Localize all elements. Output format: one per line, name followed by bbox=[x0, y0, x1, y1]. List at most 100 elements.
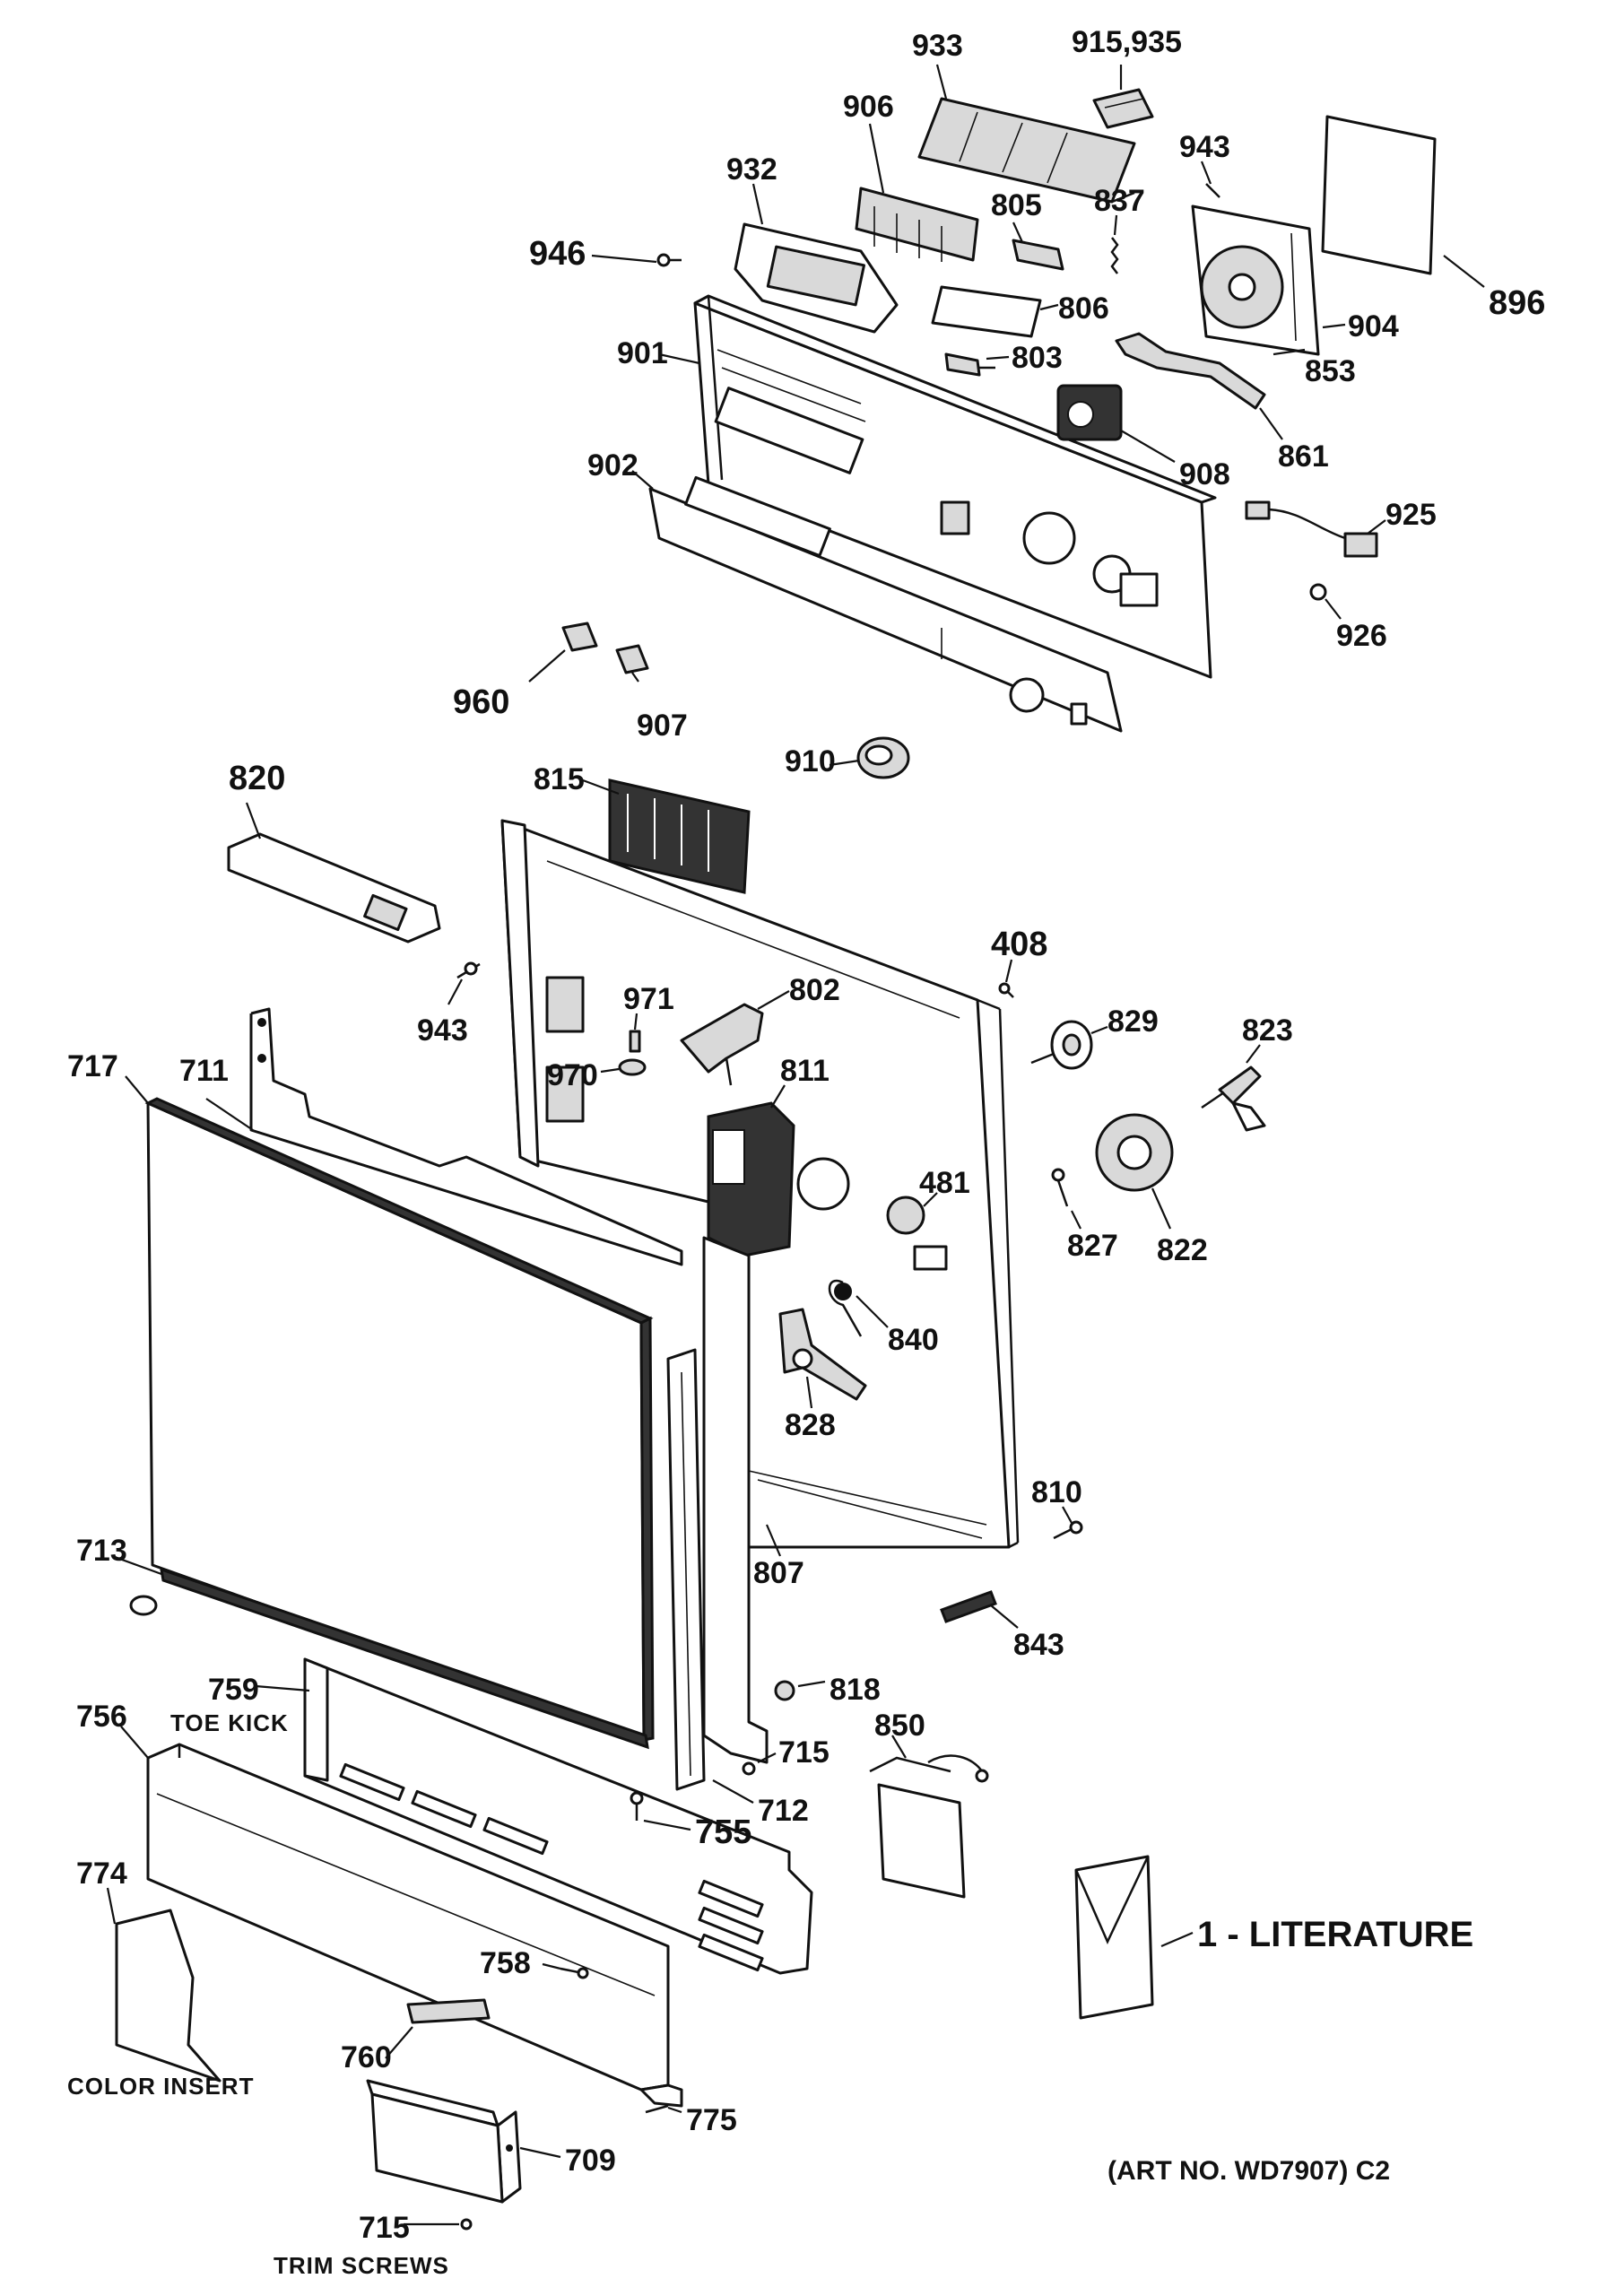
part-759-toe-kick bbox=[303, 1657, 813, 1975]
part-943-screw-mid bbox=[456, 961, 481, 979]
label-807: 807 bbox=[753, 1556, 804, 1590]
label-853: 853 bbox=[1305, 354, 1356, 388]
label-760: 760 bbox=[341, 2040, 392, 2074]
label-756: 756 bbox=[76, 1700, 127, 1734]
label-481: 481 bbox=[919, 1166, 970, 1200]
part-758-screw bbox=[560, 1967, 589, 1979]
label-970: 970 bbox=[547, 1058, 598, 1092]
label-925: 925 bbox=[1385, 498, 1437, 532]
part-837-spring bbox=[1110, 237, 1119, 274]
part-755-screw bbox=[630, 1791, 644, 1821]
label-908: 908 bbox=[1179, 457, 1230, 491]
part-946-screw bbox=[656, 253, 682, 267]
part-907-button bbox=[615, 644, 649, 674]
label-810: 810 bbox=[1031, 1475, 1082, 1509]
part-943-screw-top bbox=[1205, 183, 1220, 198]
label-711: 711 bbox=[179, 1054, 229, 1088]
part-717-outer-panel bbox=[144, 1097, 655, 1742]
label-904: 904 bbox=[1348, 309, 1399, 344]
label-902: 902 bbox=[587, 448, 638, 483]
label-926: 926 bbox=[1336, 619, 1387, 653]
label-901: 901 bbox=[617, 336, 668, 370]
label-811: 811 bbox=[780, 1054, 830, 1088]
part-910-knob bbox=[856, 736, 910, 779]
part-827-screw bbox=[1051, 1168, 1069, 1207]
part-712-rail bbox=[666, 1348, 706, 1791]
part-926-clip bbox=[1309, 583, 1327, 601]
part-932-bracket bbox=[734, 222, 899, 334]
label-896: 896 bbox=[1489, 284, 1545, 322]
label-933: 933 bbox=[912, 29, 963, 63]
part-840-hook bbox=[828, 1279, 863, 1337]
part-760-filler bbox=[406, 1998, 491, 2024]
part-901-control-panel bbox=[693, 294, 1217, 679]
label-910: 910 bbox=[785, 744, 836, 778]
label-715-bot: 715 bbox=[359, 2211, 410, 2245]
part-711-bracket bbox=[249, 1007, 683, 1266]
part-843-strip bbox=[940, 1590, 997, 1623]
label-828: 828 bbox=[785, 1408, 836, 1442]
part-925-harness bbox=[1245, 500, 1378, 558]
label-759: 759 bbox=[208, 1673, 259, 1707]
label-971: 971 bbox=[623, 982, 674, 1016]
part-850-bracket bbox=[869, 1754, 989, 1899]
part-828-latch-arm bbox=[778, 1308, 867, 1401]
label-trim-screws: TRIM SCREWS bbox=[274, 2252, 449, 2279]
label-775: 775 bbox=[686, 2103, 737, 2137]
label-758: 758 bbox=[480, 1946, 531, 1980]
part-933-cover bbox=[917, 97, 1136, 204]
part-408-screw bbox=[998, 982, 1014, 998]
part-820-handle bbox=[227, 832, 441, 944]
label-827: 827 bbox=[1067, 1229, 1118, 1263]
label-literature: 1 - LITERATURE bbox=[1197, 1915, 1473, 1954]
part-853-861-lever bbox=[1115, 332, 1266, 410]
label-906: 906 bbox=[843, 90, 894, 124]
part-774-color-insert bbox=[115, 1909, 222, 2083]
label-946: 946 bbox=[529, 235, 586, 273]
part-823-arm bbox=[1201, 1065, 1266, 1132]
label-818: 818 bbox=[830, 1673, 881, 1707]
label-806: 806 bbox=[1058, 291, 1109, 326]
label-915-935: 915,935 bbox=[1072, 25, 1182, 59]
part-756-kick-panel bbox=[146, 1743, 683, 2108]
label-932: 932 bbox=[726, 152, 777, 187]
label-837: 837 bbox=[1094, 184, 1145, 218]
literature-envelope bbox=[1074, 1855, 1154, 2020]
label-943-top: 943 bbox=[1179, 130, 1230, 164]
part-805-clip bbox=[1012, 239, 1064, 271]
label-774: 774 bbox=[76, 1857, 127, 1891]
label-717: 717 bbox=[67, 1049, 118, 1083]
part-713-washer bbox=[129, 1595, 158, 1616]
label-755: 755 bbox=[695, 1813, 751, 1851]
part-715-trim-screw bbox=[460, 2218, 473, 2231]
part-810-screw bbox=[1053, 1520, 1083, 1540]
part-960-button bbox=[561, 622, 598, 652]
part-902-display-panel bbox=[648, 475, 1123, 733]
label-709: 709 bbox=[565, 2144, 616, 2178]
part-904-timer bbox=[1191, 204, 1320, 356]
label-843: 843 bbox=[1013, 1628, 1064, 1662]
part-709-bracket bbox=[366, 2079, 522, 2204]
label-toe-kick: TOE KICK bbox=[170, 1709, 289, 1736]
label-943-mid: 943 bbox=[417, 1013, 468, 1048]
part-915-935-block bbox=[1092, 88, 1154, 129]
label-850: 850 bbox=[874, 1709, 925, 1743]
part-803-switch bbox=[944, 352, 995, 377]
part-829-bushing bbox=[1030, 1020, 1093, 1070]
label-815: 815 bbox=[534, 762, 585, 796]
part-906-switch bbox=[855, 187, 979, 262]
part-481-knob bbox=[886, 1196, 925, 1235]
part-713-strip bbox=[160, 1567, 649, 1750]
label-713: 713 bbox=[76, 1534, 127, 1568]
part-822-gear bbox=[1095, 1113, 1174, 1192]
part-door-side-bracket bbox=[702, 1236, 769, 1764]
part-815-vent bbox=[608, 778, 751, 894]
label-861: 861 bbox=[1278, 439, 1329, 474]
part-802-latch bbox=[680, 1003, 764, 1086]
label-802: 802 bbox=[789, 973, 840, 1007]
label-840: 840 bbox=[888, 1323, 939, 1357]
label-408: 408 bbox=[991, 926, 1047, 963]
part-775-screw bbox=[645, 2104, 669, 2114]
label-820: 820 bbox=[229, 760, 285, 797]
